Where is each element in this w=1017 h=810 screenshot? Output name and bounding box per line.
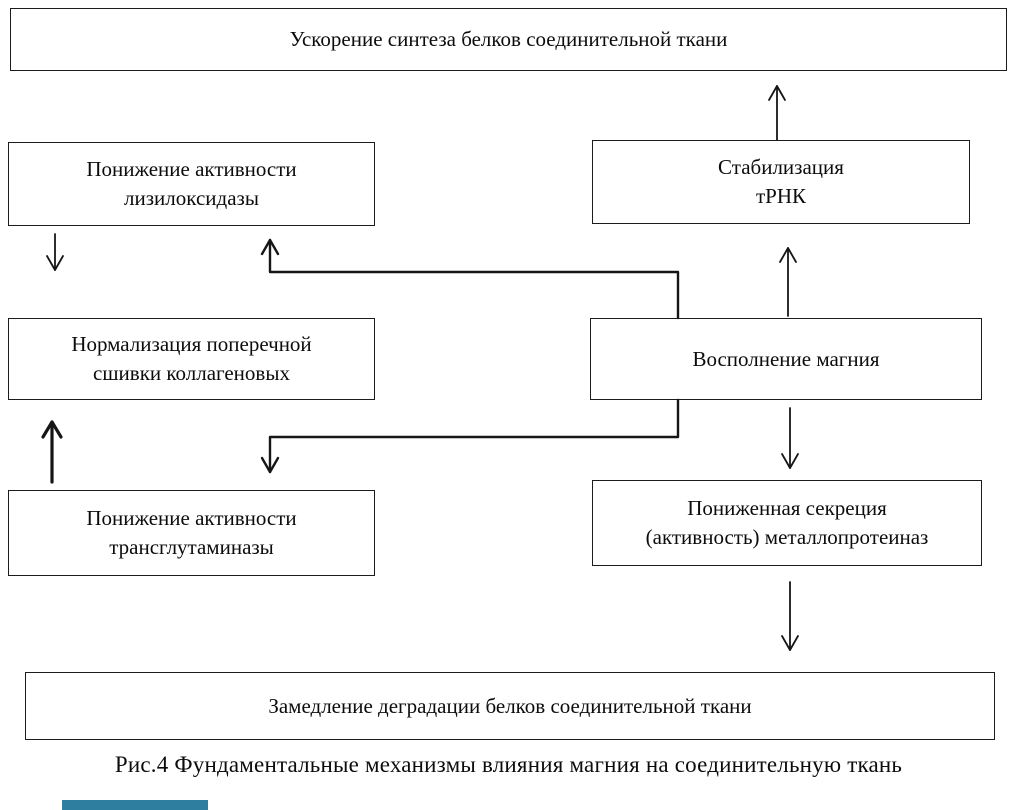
box-magnesium-repletion: Восполнение магния	[590, 318, 982, 400]
box-crosslinking-line2: сшивки коллагеновых	[93, 361, 290, 385]
arrow-magnesium-to-transglutaminase-elbow-icon	[260, 398, 680, 474]
box-protein-degradation-slowdown-label: Замедление деградации белков соединитель…	[268, 693, 752, 718]
box-transglutaminase-line1: Понижение активности	[86, 506, 297, 531]
box-protein-degradation-slowdown: Замедление деградации белков соединитель…	[25, 672, 995, 740]
box-transglutaminase-activity-decrease: Понижение активности трансглутаминазы	[8, 490, 375, 576]
arrow-magnesium-to-lysyl-elbow-icon	[260, 238, 680, 320]
box-lysyl-oxidase-activity-decrease: Понижение активности лизилоксидазы	[8, 142, 375, 226]
box-metalloproteinase-line2: (активность) металлопротеиназ	[645, 525, 929, 549]
box-metalloproteinase-line1: Пониженная секреция	[687, 496, 887, 521]
arrow-trna-to-synthesis-icon	[768, 85, 786, 141]
box-trna-stabilization: Стабилизация тРНК	[592, 140, 970, 224]
box-trna-line2: тРНК	[755, 184, 807, 208]
box-transglutaminase-line2: трансглутаминазы	[109, 535, 274, 559]
bottom-accent-bar	[62, 800, 208, 810]
box-trna-line1: Стабилизация	[718, 155, 844, 180]
figure-caption: Рис.4 Фундаментальные механизмы влияния …	[114, 752, 903, 777]
box-lysyl-oxidase-line1: Понижение активности	[86, 157, 297, 182]
box-protein-synthesis-acceleration: Ускорение синтеза белков соединительной …	[10, 8, 1007, 71]
arrow-lysyl-to-crosslinking-icon	[46, 233, 64, 271]
box-magnesium-label: Восполнение магния	[692, 346, 880, 371]
box-metalloproteinase-secretion-decrease: Пониженная секреция (активность) металло…	[592, 480, 982, 566]
box-protein-synthesis-acceleration-label: Ускорение синтеза белков соединительной …	[289, 27, 728, 52]
box-collagen-crosslinking-normalization: Нормализация поперечной сшивки коллагено…	[8, 318, 375, 400]
arrow-magnesium-to-metalloproteinase-icon	[781, 407, 799, 469]
arrow-magnesium-to-trna-icon	[779, 247, 797, 317]
arrow-metalloproteinase-to-degradation-icon	[781, 581, 799, 651]
arrow-transglutaminase-to-crosslinking-bold-icon	[41, 420, 63, 484]
box-crosslinking-line1: Нормализация поперечной	[71, 332, 312, 357]
box-lysyl-oxidase-line2: лизилоксидазы	[124, 186, 259, 210]
